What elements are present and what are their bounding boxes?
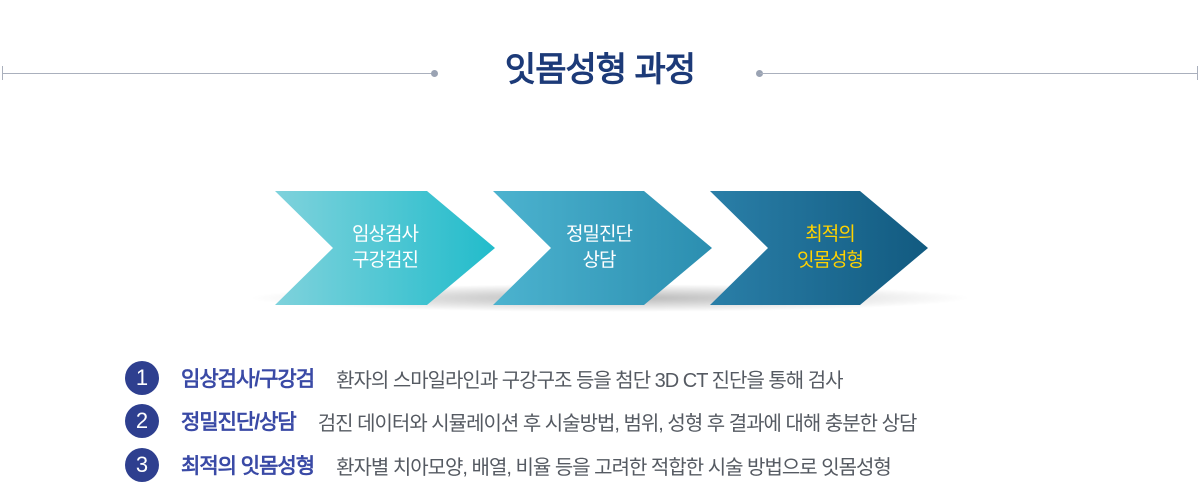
step-arrow-1 bbox=[275, 191, 495, 305]
step-arrow-3 bbox=[710, 191, 928, 305]
item-label: 최적의 잇몸성형 bbox=[181, 455, 315, 478]
divider-end bbox=[1197, 66, 1198, 80]
list-item: 1 임상검사/구강검 환자의 스마일라인과 구강구조 등을 첨단 3D CT 진… bbox=[125, 361, 844, 395]
divider-left bbox=[2, 73, 434, 74]
step-number: 3 bbox=[125, 448, 159, 482]
item-desc: 환자별 치아모양, 배열, 비율 등을 고려한 적합한 시술 방법으로 잇몸성형 bbox=[336, 456, 892, 479]
divider-dot bbox=[431, 70, 438, 77]
step-number: 1 bbox=[125, 361, 159, 395]
step-arrow-2 bbox=[493, 191, 712, 305]
divider-dot bbox=[756, 70, 763, 77]
item-desc: 검진 데이터와 시뮬레이션 후 시술방법, 범위, 성형 후 결과에 대해 충분… bbox=[317, 412, 918, 435]
step-number: 2 bbox=[125, 404, 159, 438]
list-item: 2 정밀진단/상담 검진 데이터와 시뮬레이션 후 시술방법, 범위, 성형 후… bbox=[125, 404, 918, 438]
item-label: 임상검사/구강검 bbox=[181, 368, 315, 391]
page-title: 잇몸성형 과정 bbox=[504, 51, 696, 89]
item-label: 정밀진단/상담 bbox=[181, 411, 297, 434]
list-item: 3 최적의 잇몸성형 환자별 치아모양, 배열, 비율 등을 고려한 적합한 시… bbox=[125, 448, 892, 482]
process-flow bbox=[250, 191, 970, 312]
item-desc: 환자의 스마일라인과 구강구조 등을 첨단 3D CT 진단을 통해 검사 bbox=[336, 369, 843, 392]
divider-right bbox=[760, 73, 1197, 74]
